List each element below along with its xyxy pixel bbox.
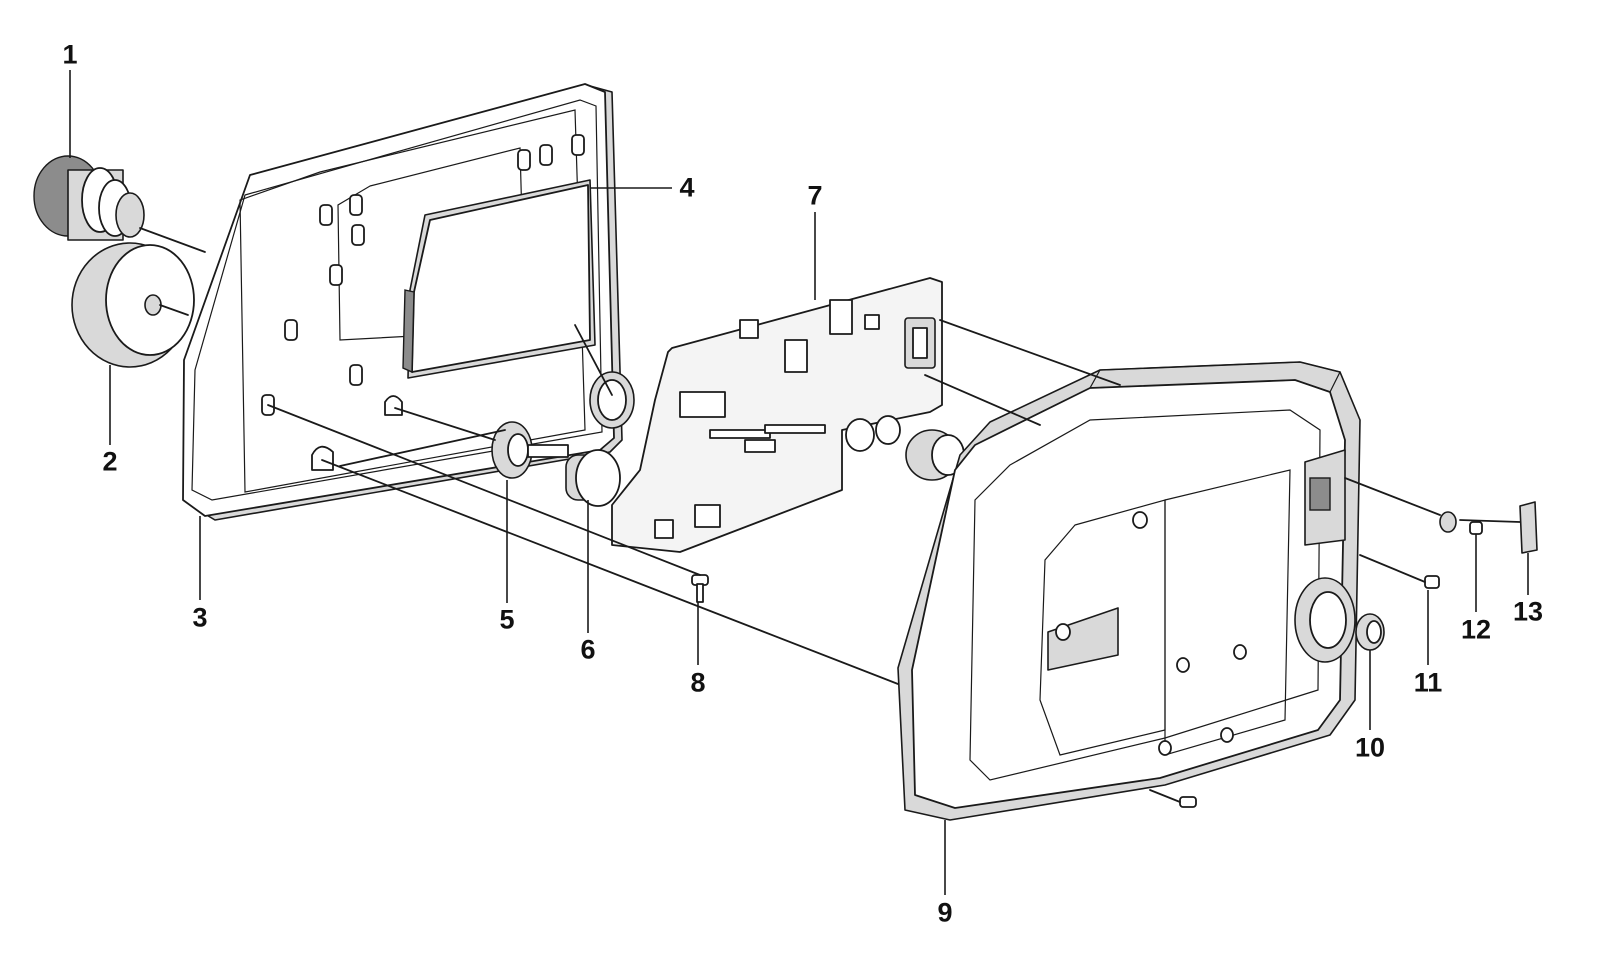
callout-8: 8 — [690, 667, 706, 698]
callout-12: 12 — [1460, 614, 1492, 645]
callout-6: 6 — [580, 634, 596, 665]
callout-10: 10 — [1354, 732, 1386, 763]
display-module-part — [402, 179, 596, 379]
knob-cover-part — [71, 242, 195, 368]
alignment-lines — [139, 227, 1441, 685]
callout-2: 2 — [102, 446, 118, 477]
callout-9: 9 — [937, 897, 953, 928]
leader-lines — [69, 70, 1529, 895]
callout-4: 4 — [679, 172, 695, 203]
callout-3: 3 — [192, 602, 208, 633]
callout-1: 1 — [62, 39, 78, 70]
callout-5: 5 — [499, 604, 515, 635]
callout-13: 13 — [1512, 596, 1544, 627]
circuit-board-part — [611, 277, 965, 553]
rear-housing-part — [897, 361, 1361, 821]
callout-11: 11 — [1413, 667, 1443, 698]
rotary-knob-part — [33, 155, 145, 241]
encoder-parts — [491, 371, 635, 507]
callout-5-board: 7 — [807, 180, 823, 211]
small-parts — [691, 501, 1538, 808]
